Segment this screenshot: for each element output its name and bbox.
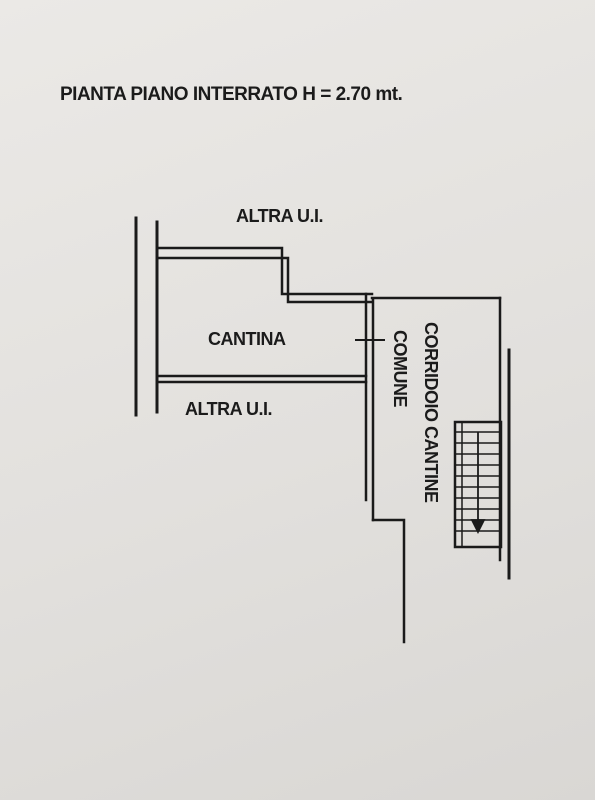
- room-label-altra-top: ALTRA U.I.: [236, 206, 324, 226]
- stair-block: [453, 420, 503, 549]
- room-label-cantina: CANTINA: [208, 329, 286, 349]
- cantina-top-wall-inner: [155, 256, 374, 304]
- room-label-altra-bottom: ALTRA U.I.: [185, 399, 273, 419]
- corridor-jog: [371, 518, 406, 644]
- stair-direction-arrow: [470, 432, 486, 535]
- room-label-corridoio: CORRIDOIO CANTINE: [421, 322, 441, 503]
- cantina-top-wall: [155, 246, 374, 296]
- plan-title: PIANTA PIANO INTERRATO H = 2.70 mt.: [60, 84, 403, 105]
- room-label-comune: COMUNE: [390, 330, 410, 407]
